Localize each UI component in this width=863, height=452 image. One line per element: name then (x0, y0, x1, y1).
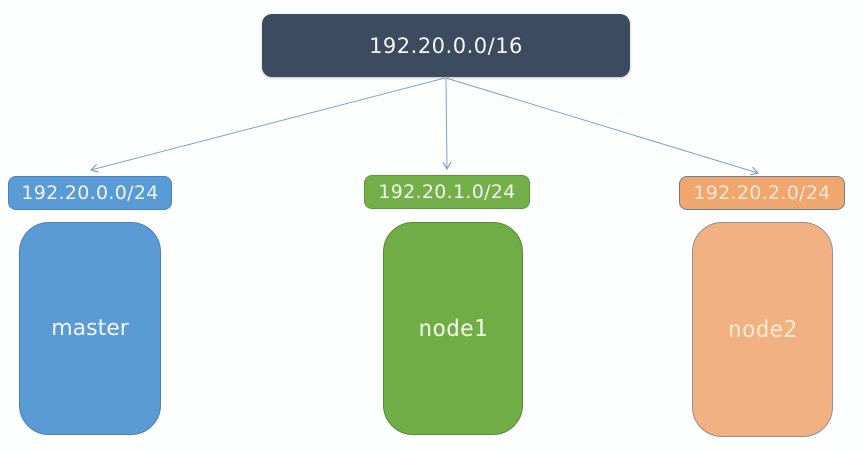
node-name-node2: node2 (727, 316, 798, 343)
subnet-cidr-node2: 192.20.2.0/24 (693, 182, 831, 204)
edge-root-to-node2 (445, 77, 760, 176)
root-subnet-box: 192.20.0.0/16 (262, 14, 630, 77)
node-master: master (19, 222, 161, 435)
subnet-cidr-node1: 192.20.1.0/24 (378, 181, 516, 203)
subnet-label-node1: 192.20.1.0/24 (364, 175, 530, 209)
node-node2: node2 (692, 222, 833, 437)
node-name-node1: node1 (418, 315, 488, 342)
edge-root-to-node1 (442, 77, 452, 171)
subnet-label-node2: 192.20.2.0/24 (679, 176, 845, 210)
root-subnet-cidr: 192.20.0.0/16 (369, 33, 523, 58)
subnet-cidr-master: 192.20.0.0/24 (21, 182, 159, 204)
subnet-label-master: 192.20.0.0/24 (8, 176, 172, 210)
edge-root-to-master (89, 77, 446, 173)
node-node1: node1 (383, 222, 523, 435)
node-name-master: master (51, 316, 129, 341)
